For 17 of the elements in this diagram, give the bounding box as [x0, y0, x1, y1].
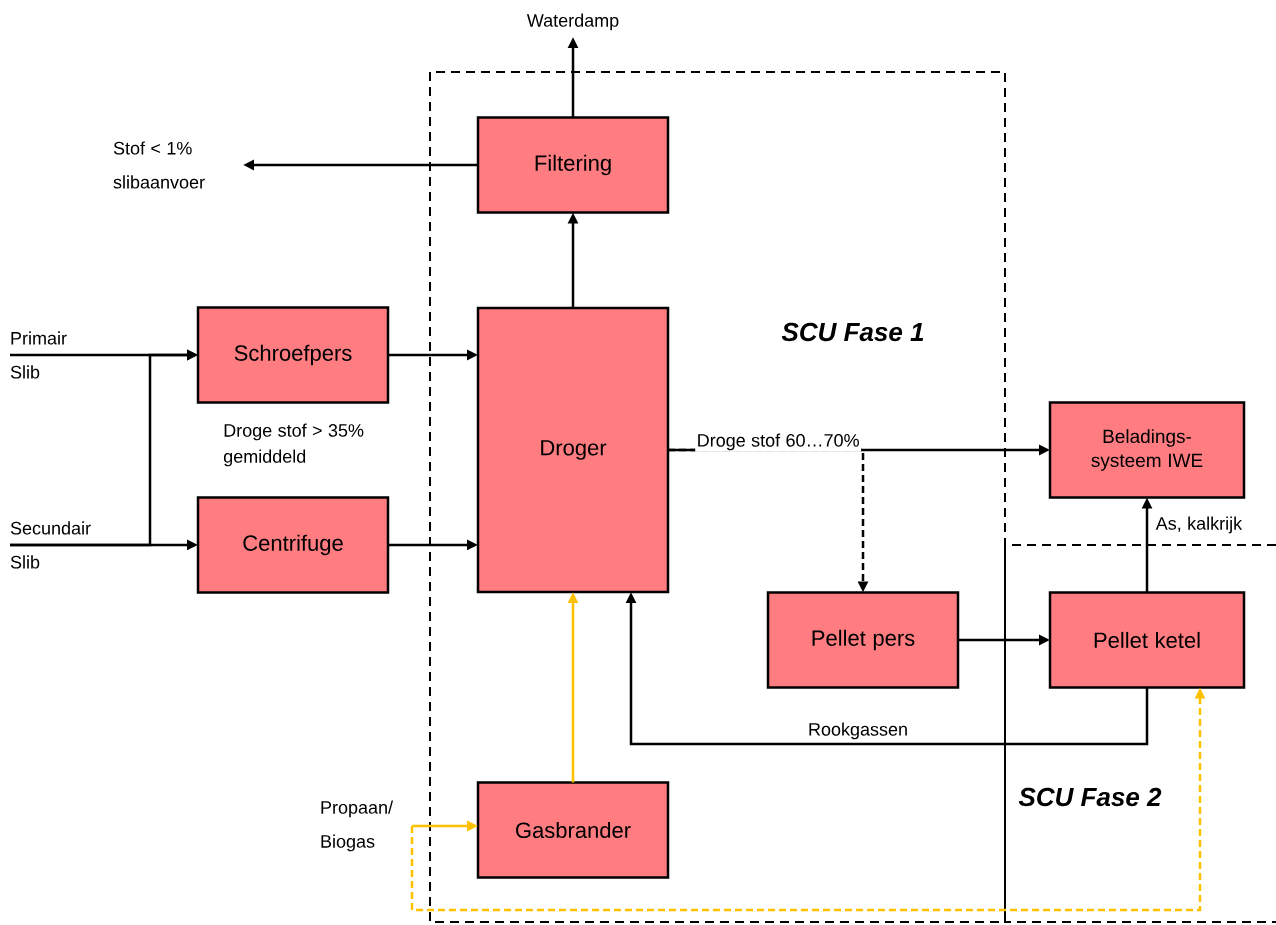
- flow-label: Propaan/ Biogas: [321, 800, 394, 852]
- flow-label: Stof < 1% slibaanvoer: [113, 141, 205, 189]
- process-box: Gasbrander: [476, 781, 670, 879]
- flow-label: Secundair Slib: [10, 521, 91, 569]
- process-box: Pellet ketel: [1048, 591, 1246, 689]
- edge-label: As, kalkrijk: [1154, 515, 1244, 535]
- process-box: Droger: [476, 306, 670, 594]
- flow-label: Waterdamp: [526, 13, 619, 31]
- process-box: Beladings- systeem IWE: [1048, 401, 1246, 499]
- process-box: Pellet pers: [766, 591, 960, 689]
- process-box: Filtering: [476, 116, 670, 214]
- note-text: Droge stof > 35% gemiddeld: [223, 423, 364, 467]
- edge-label: Rookgassen: [806, 721, 910, 741]
- process-box: Centrifuge: [196, 496, 390, 594]
- edge-label: Droge stof 60…70%: [695, 432, 862, 452]
- flow-label: Primair Slib: [10, 331, 67, 379]
- process-box: Schroefpers: [196, 306, 390, 404]
